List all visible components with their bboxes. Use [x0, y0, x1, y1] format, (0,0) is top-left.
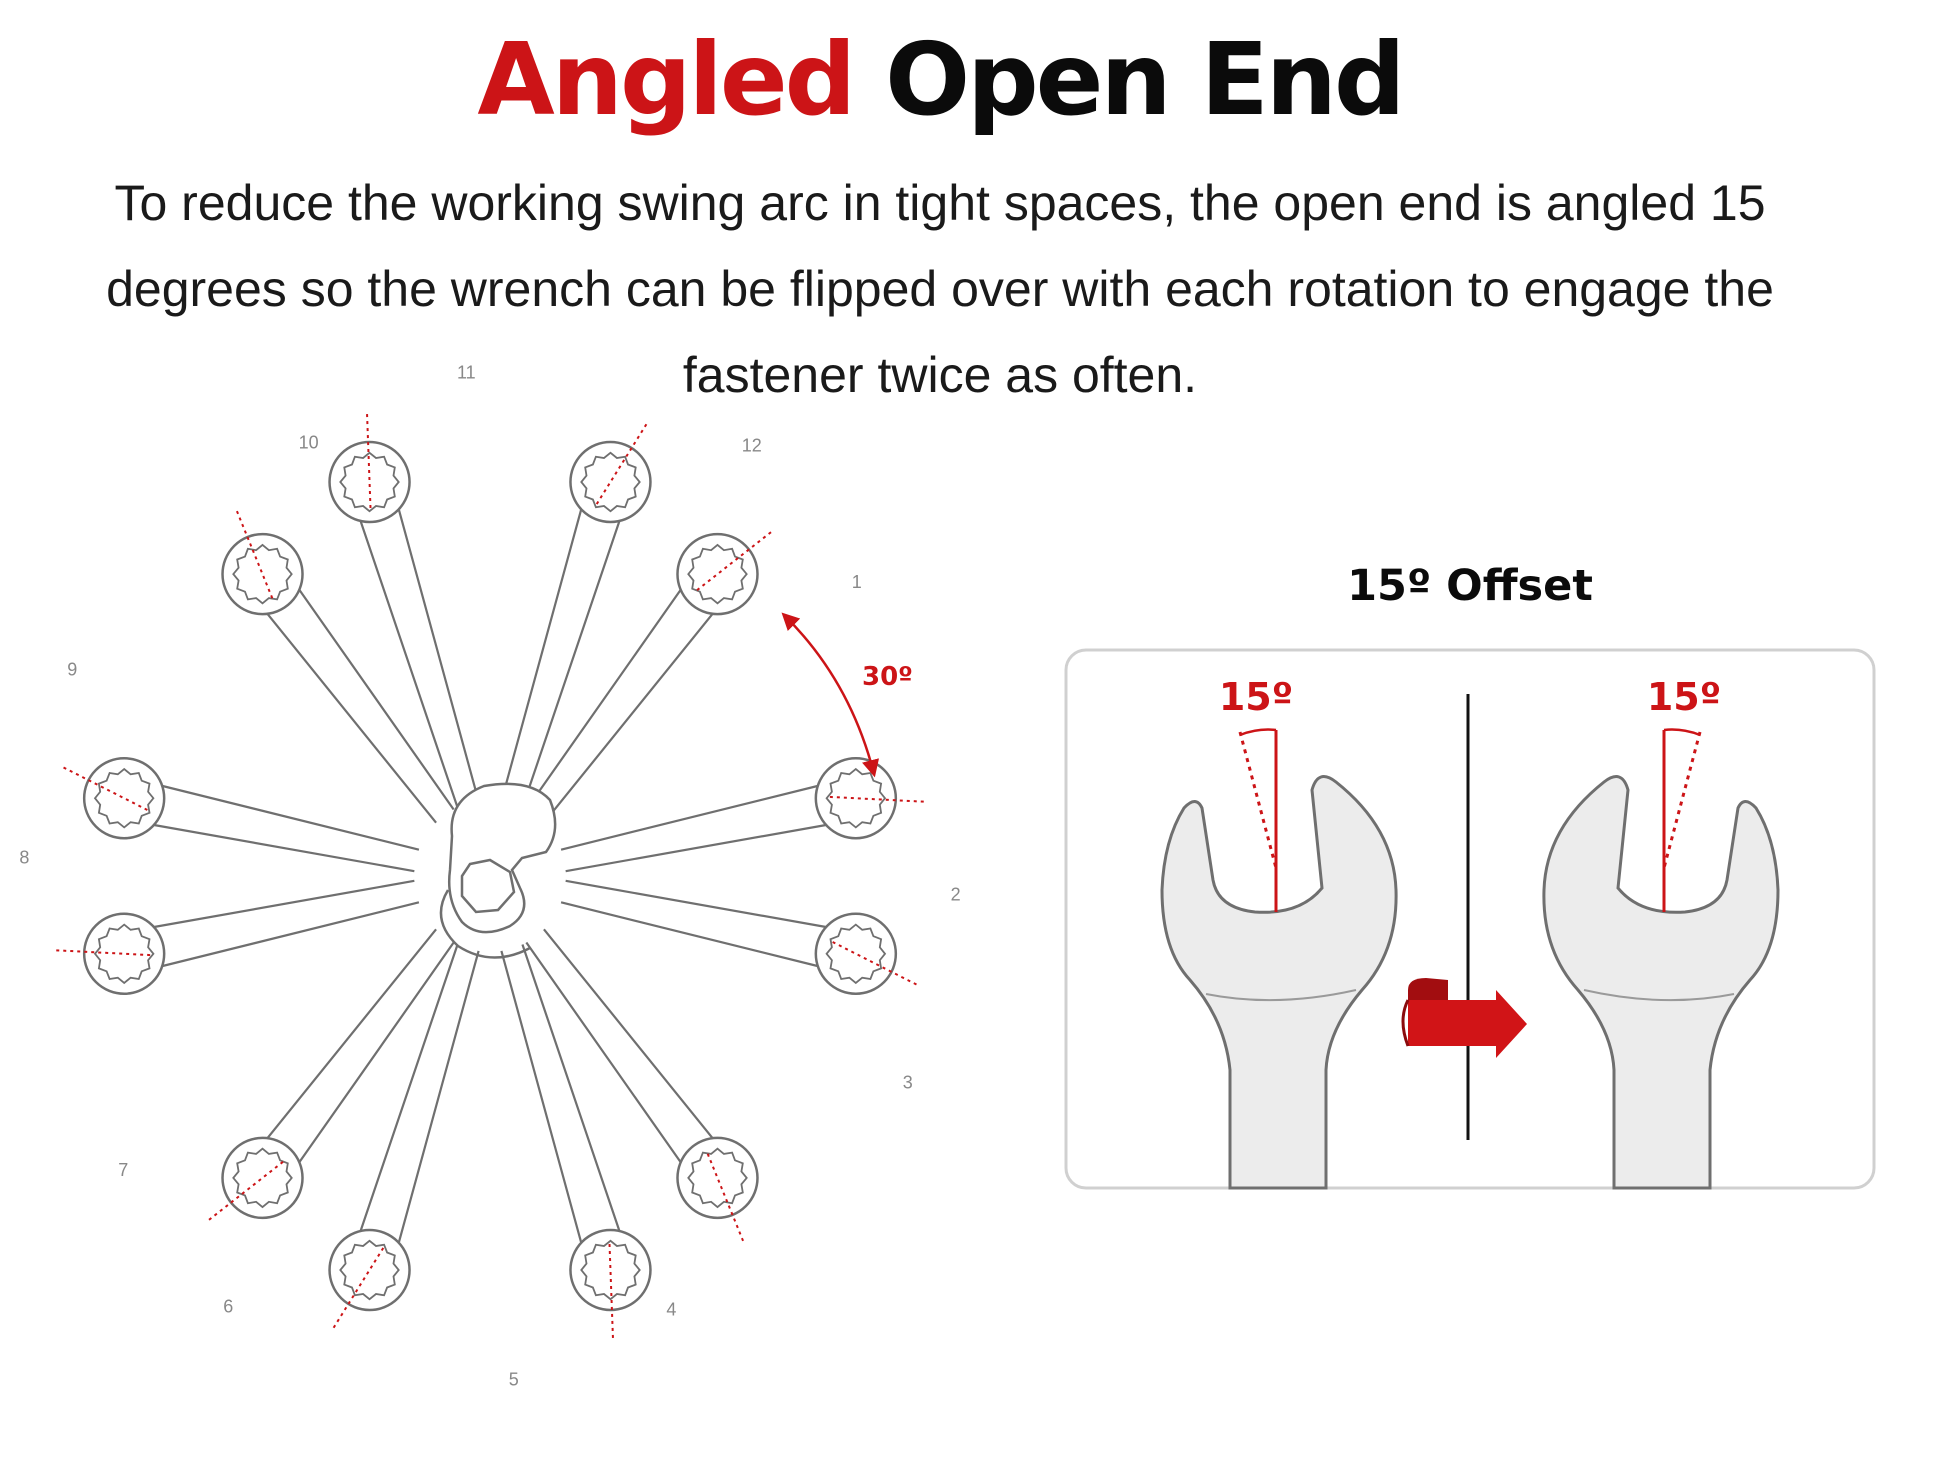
position-indicator — [234, 507, 274, 599]
position-label-2: 2 — [951, 885, 961, 905]
wrench-handle — [153, 784, 420, 873]
position-indicator — [205, 1161, 284, 1224]
box-end-ring — [328, 1228, 411, 1312]
wrench-handle — [560, 879, 827, 968]
title-rest: Open End — [885, 21, 1406, 138]
left-angle-arc — [1239, 728, 1277, 737]
left-wrench-neck-line — [1205, 989, 1357, 1002]
description-text: To reduce the working swing arc in tight… — [106, 175, 1774, 403]
box-end-ring — [814, 912, 898, 996]
twelve-point-socket — [687, 1147, 748, 1209]
box-end-ring — [676, 532, 759, 616]
twelve-point-socket — [93, 923, 155, 985]
wrench-spoke-2 — [560, 756, 928, 873]
right-wrench-body — [1542, 775, 1780, 1190]
wrench-handle — [525, 588, 714, 824]
twelve-point-socket — [93, 767, 155, 829]
wrench-handle — [525, 928, 714, 1164]
position-indicator — [59, 764, 148, 811]
center-jaw — [448, 782, 557, 934]
right-angle-arc — [1663, 728, 1701, 737]
right-offset-guide — [1662, 731, 1702, 869]
twelve-point-socket — [232, 1147, 293, 1209]
wrench-handle — [266, 928, 455, 1164]
position-label-9: 9 — [67, 660, 77, 680]
box-end-ring — [569, 1228, 652, 1312]
wrench-spoke-11 — [328, 410, 480, 808]
position-indicator — [829, 795, 928, 803]
position-label-4: 4 — [666, 1300, 676, 1320]
position-indicator — [696, 528, 775, 591]
title-accent: Angled — [477, 21, 856, 138]
flip-arrow-icon — [1401, 978, 1527, 1058]
position-indicator — [365, 410, 372, 509]
wrench-handle — [500, 508, 621, 808]
offset-diagram: 15º Offset 15º 15º — [1064, 561, 1876, 1190]
page-title: Angled Open End — [0, 20, 1880, 140]
position-indicator — [706, 1153, 746, 1245]
wrench-spoke-1 — [525, 528, 775, 824]
right-angle-label: 15º — [1647, 675, 1721, 719]
box-end-ring — [676, 1136, 759, 1220]
position-indicator — [52, 949, 151, 957]
wrench-handle — [500, 944, 621, 1244]
wrench-handle — [153, 879, 420, 968]
wrench-handle — [266, 588, 455, 824]
box-end-ring — [221, 532, 304, 616]
position-label-11: 11 — [457, 363, 476, 383]
box-end-ring — [328, 440, 411, 524]
wrench-spoke-10 — [221, 507, 455, 824]
twelve-point-socket — [339, 1239, 400, 1301]
box-end-ring — [221, 1136, 304, 1220]
wrench-spoke-7 — [205, 928, 455, 1224]
arc-angle-label: 30º — [862, 662, 913, 692]
left-angle-label: 15º — [1219, 675, 1293, 719]
wrench-spoke-12 — [500, 420, 652, 808]
wrench-spokes — [52, 410, 928, 1342]
left-wrench-body — [1160, 775, 1398, 1190]
position-label-10: 10 — [299, 432, 319, 452]
wrench-spoke-3 — [560, 879, 921, 996]
central-open-end — [439, 782, 557, 959]
box-end-ring — [569, 440, 652, 524]
wrench-spoke-4 — [525, 928, 759, 1245]
left-offset-guide — [1238, 731, 1278, 869]
offset-title: 15º Offset — [1347, 561, 1593, 611]
rotation-arc-arrow — [781, 612, 880, 778]
right-wrench — [1542, 728, 1780, 1190]
twelve-point-socket — [339, 451, 400, 513]
box-end-ring — [82, 756, 166, 840]
position-label-6: 6 — [223, 1297, 233, 1317]
twelve-point-socket — [825, 923, 887, 985]
wrench-spoke-6 — [328, 944, 480, 1332]
twelve-point-socket — [580, 451, 641, 513]
position-indicator — [595, 420, 650, 505]
center-jaw-outline — [439, 889, 531, 959]
position-label-12: 12 — [742, 435, 762, 455]
wrench-spoke-8 — [52, 879, 420, 996]
wrench-spoke-5 — [500, 944, 652, 1342]
position-label-5: 5 — [509, 1369, 519, 1389]
twelve-point-socket — [232, 543, 293, 605]
position-indicator — [330, 1247, 385, 1332]
left-wrench: 15º — [1160, 675, 1398, 1190]
box-end-ring — [82, 912, 166, 996]
twelve-point-socket — [687, 543, 748, 605]
position-label-1: 1 — [852, 572, 862, 592]
position-indicator — [608, 1243, 615, 1342]
position-label-3: 3 — [903, 1073, 913, 1093]
wrench-handle — [359, 944, 480, 1244]
wrench-handle — [359, 508, 480, 808]
position-label-7: 7 — [118, 1160, 128, 1180]
wrench-spoke-9 — [59, 756, 420, 873]
right-wrench-neck-line — [1583, 989, 1735, 1002]
hex-nut — [460, 858, 516, 914]
position-label-8: 8 — [19, 847, 29, 867]
twelve-point-socket — [580, 1239, 641, 1301]
wrench-handle — [560, 784, 827, 873]
position-indicator — [832, 941, 921, 988]
